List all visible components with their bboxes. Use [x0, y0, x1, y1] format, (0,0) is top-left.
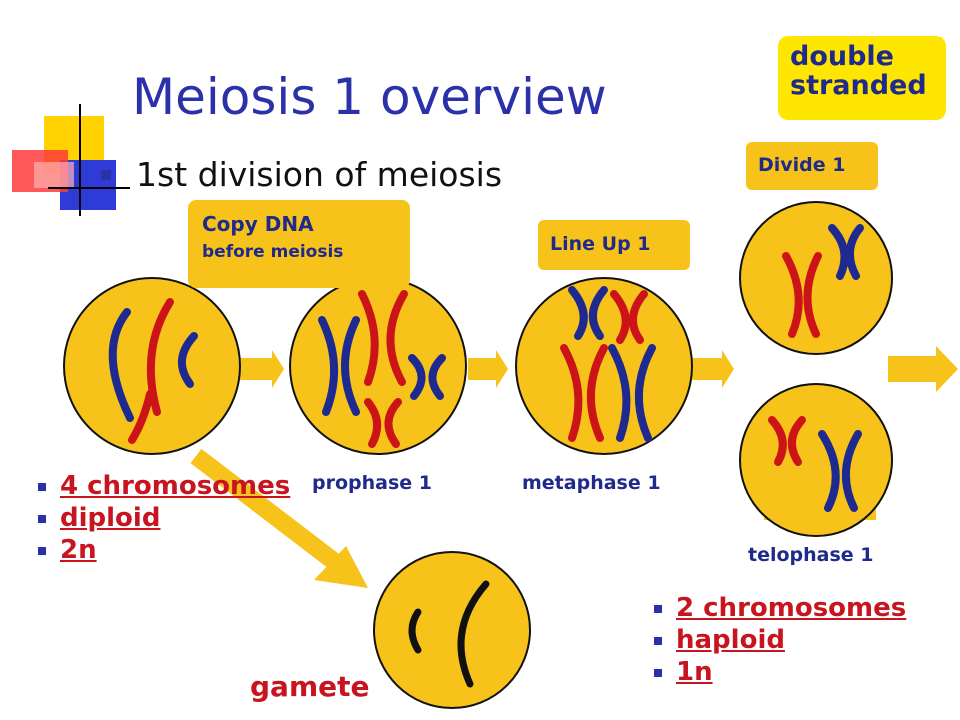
cell-interphase — [63, 277, 241, 455]
haploid-facts-list: 2 chromosomes haploid 1n — [652, 592, 952, 689]
callout-line: double — [790, 41, 894, 72]
callout-copy-dna: Copy DNA before meiosis — [188, 200, 410, 288]
list-item: diploid — [36, 502, 316, 534]
callout-line-up: Line Up 1 — [538, 220, 690, 270]
corner-logo-decoration — [12, 104, 130, 216]
link-4-chromosomes[interactable]: 4 chromosomes — [60, 471, 291, 501]
callout-divide: Divide 1 — [746, 142, 878, 190]
list-item: 2n — [36, 534, 316, 566]
subtitle-bullet-icon — [101, 170, 111, 180]
page-subtitle: 1st division of meiosis — [136, 155, 503, 194]
label-metaphase: metaphase 1 — [522, 472, 661, 494]
callout-line: stranded — [790, 70, 927, 102]
label-prophase: prophase 1 — [312, 472, 433, 494]
page-title: Meiosis 1 overview — [132, 68, 607, 126]
diagonal-arrow-icon — [190, 448, 368, 588]
link-haploid[interactable]: haploid — [676, 625, 785, 656]
label-telophase: telophase 1 — [748, 544, 874, 566]
list-item: 4 chromosomes — [36, 470, 316, 502]
arrow-icon — [692, 350, 734, 388]
arrow-icon — [888, 346, 958, 392]
list-item: 2 chromosomes — [652, 592, 952, 624]
link-diploid[interactable]: diploid — [60, 503, 161, 534]
arrow-icon — [240, 350, 284, 388]
list-item: haploid — [652, 624, 952, 656]
cell-telophase-top — [739, 201, 893, 355]
label-gamete: gamete — [250, 670, 370, 703]
cell-telophase-bottom — [739, 383, 893, 537]
arrow-icon — [468, 350, 508, 388]
cell-metaphase-1 — [515, 277, 693, 455]
copy-dna-title: Copy DNA — [202, 212, 314, 236]
link-1n[interactable]: 1n — [676, 657, 713, 688]
link-2n[interactable]: 2n — [60, 535, 97, 566]
cell-gamete — [373, 551, 531, 709]
copy-dna-subtitle: before meiosis — [202, 242, 344, 262]
list-item: 1n — [652, 656, 952, 688]
link-2-chromosomes[interactable]: 2 chromosomes — [676, 593, 907, 623]
callout-double-stranded: double stranded — [778, 36, 946, 120]
diploid-facts-list: 4 chromosomes diploid 2n — [36, 470, 316, 567]
cell-prophase-1 — [289, 277, 467, 455]
